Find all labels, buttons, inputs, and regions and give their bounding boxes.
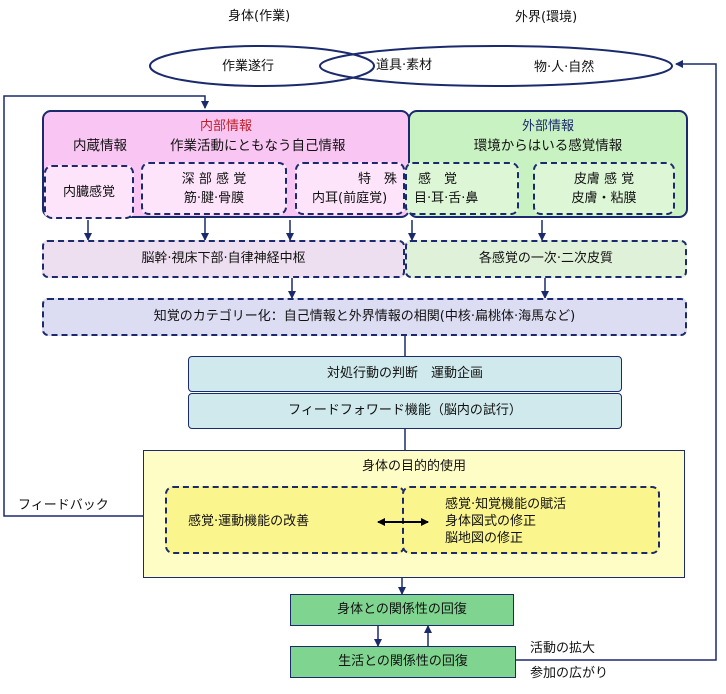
skin-sense-line1: 皮膚 感 覚 — [573, 172, 635, 187]
brainstem-box — [42, 240, 405, 278]
feedback-label: フィードバック — [16, 498, 111, 515]
skin-sense-line2: 皮膚・粘膜 — [571, 191, 637, 206]
feedback-loop-line — [3, 95, 209, 517]
internal-sub-left: 内蔵情報 — [73, 138, 127, 154]
deep-sense-box — [141, 162, 287, 215]
cortex-text: 各感覚の一次·二次皮質 — [478, 251, 614, 266]
body-schema-line: 身体図式の修正 — [445, 514, 537, 529]
judgment-box — [188, 356, 622, 392]
environment-ellipse — [319, 45, 673, 87]
life-relation-text: 生活との関係性の回復 — [338, 654, 468, 669]
perception-activation-line1: 感覚·知覚機能の賦活 — [445, 497, 567, 512]
visceral-sense-box — [44, 165, 134, 219]
deep-sense-line2: 筋·腱·骨膜 — [183, 191, 245, 206]
categorization-box — [42, 298, 687, 336]
purposeful-use-title: 身体の目的的使用 — [361, 459, 466, 474]
brainstem-text: 脳幹·視床下部·自律神経中枢 — [141, 251, 306, 266]
external-info-subtitle: 環境からはいる感覚情報 — [473, 138, 623, 154]
body-ellipse — [149, 45, 375, 87]
work-performance-text: 作業遂行 — [222, 59, 275, 74]
sense-organs-line2: 目·耳·舌·鼻 — [414, 191, 479, 206]
motor-improvement-box — [165, 486, 405, 554]
body-relation-text: 身体との関係性の回復 — [337, 602, 467, 617]
internal-info-title: 内部情報 — [199, 119, 252, 134]
life-relation-box — [290, 646, 516, 678]
body-work-label: 身体(作業) — [228, 9, 291, 24]
body-relation-box — [290, 594, 514, 626]
activity-loop-line — [516, 60, 717, 661]
sense-organs-line1: 感 覚 — [418, 172, 458, 187]
skin-sense-box — [533, 162, 675, 215]
activity-expand-text: 活動の拡大 — [530, 641, 596, 656]
participation-text: 参加の広がり — [530, 666, 609, 681]
things-people-nature-text: 物·人·自然 — [534, 60, 595, 75]
tools-materials-text: 道具·素材 — [376, 58, 433, 73]
perception-activation-box — [402, 486, 660, 554]
cortex-box — [405, 240, 687, 278]
categorization-text: 知覚のカテゴリー化：自己情報と外界情報の相関(中核·扁桃体·海馬など) — [153, 309, 576, 324]
external-info-title: 外部情報 — [521, 119, 574, 134]
sense-organs-box — [405, 162, 519, 215]
environment-label: 外界(環境) — [515, 10, 578, 25]
feedforward-box — [188, 393, 622, 429]
motor-improvement-text: 感覚·運動機能の改善 — [188, 514, 310, 529]
visceral-sense-text: 内臓感覚 — [62, 185, 115, 200]
special-sense-line1: 特 殊 — [358, 172, 398, 187]
special-sense-box — [295, 162, 405, 215]
feedforward-text: フィードフォワード機能（脳内の試行） — [288, 403, 522, 418]
judgment-text: 対処行動の判断 運動企画 — [326, 366, 483, 381]
special-sense-line2: 内耳(前庭覚) — [312, 191, 388, 206]
internal-sub-right: 作業活動にともなう自己情報 — [170, 138, 346, 154]
brain-map-line: 脳地図の修正 — [445, 531, 524, 546]
deep-sense-line1: 深 部 感 覚 — [181, 172, 247, 187]
